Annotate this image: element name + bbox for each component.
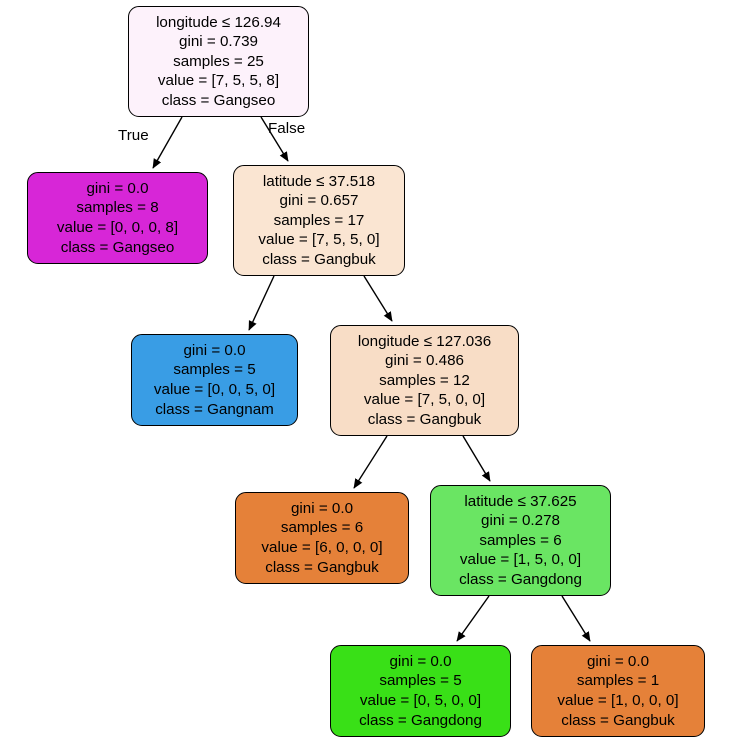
tree-edge-n4-to-n6 <box>462 435 491 482</box>
edge-label-false: False <box>268 120 306 137</box>
tree-node-n3[interactable]: gini = 0.0 samples = 5 value = [0, 0, 5, 0… <box>131 334 298 426</box>
node-line: value = [0, 0, 0, 8] <box>56 219 179 236</box>
tree-edge-n6-to-n7 <box>456 595 490 642</box>
tree-edge-n2-to-n4 <box>363 275 393 322</box>
node-line: value = [7, 5, 0, 0] <box>363 391 486 409</box>
node-line: gini = 0.0 <box>586 652 650 670</box>
node-line: gini = 0.739 <box>179 33 258 51</box>
tree-node-n8[interactable]: gini = 0.0 samples = 1 value = [1, 0, 0, 0… <box>531 645 705 737</box>
node-line: class = Gangbuk <box>265 558 379 576</box>
tree-edge-n6-to-n8 <box>561 595 591 642</box>
tree-node-n5[interactable]: gini = 0.0 samples = 6 value = [6, 0, 0, 0… <box>235 492 409 584</box>
node-line: value = [0, 5, 0, 0] <box>359 692 482 709</box>
node-line: samples = 8 <box>76 199 159 217</box>
node-line: latitude ≤ 37.625 <box>464 492 577 510</box>
node-line: class = Gangbuk <box>367 410 482 428</box>
node-line: samples = 17 <box>273 211 365 229</box>
node-line: value = [1, 0, 0, 0] <box>557 692 679 709</box>
node-line: class = Gangdong <box>359 711 482 729</box>
node-line: value = [1, 5, 0, 0] <box>459 551 582 569</box>
node-line: class = Gangnam <box>155 400 274 418</box>
node-line: class = Gangseo <box>60 238 175 256</box>
node-line: gini = 0.0 <box>389 652 452 670</box>
node-line: gini = 0.278 <box>481 512 560 530</box>
tree-edge-n0-to-n1 <box>152 116 183 169</box>
node-line: samples = 6 <box>280 519 364 537</box>
node-line: value = [7, 5, 5, 0] <box>258 231 380 249</box>
edge-label-true: True <box>118 127 149 144</box>
node-line: latitude ≤ 37.518 <box>262 172 376 190</box>
node-line: samples = 25 <box>173 52 264 70</box>
node-line: class = Gangbuk <box>262 250 376 268</box>
node-line: gini = 0.486 <box>385 352 464 370</box>
node-line: longitude ≤ 126.94 <box>156 13 281 31</box>
node-line: longitude ≤ 127.036 <box>357 332 492 350</box>
tree-node-n1[interactable]: gini = 0.0 samples = 8 value = [0, 0, 0, 8… <box>27 172 208 264</box>
node-line: class = Gangbuk <box>561 711 675 729</box>
node-line: gini = 0.0 <box>86 179 149 197</box>
node-line: gini = 0.0 <box>183 341 246 359</box>
node-line: class = Gangseo <box>161 91 276 109</box>
node-line: samples = 6 <box>479 531 562 549</box>
node-line: gini = 0.657 <box>279 192 359 210</box>
node-line: value = [7, 5, 5, 8] <box>157 72 280 90</box>
node-line: class = Gangdong <box>459 570 582 588</box>
node-line: samples = 12 <box>379 371 470 389</box>
tree-edge-n2-to-n3 <box>248 275 275 331</box>
node-line: gini = 0.0 <box>290 499 354 517</box>
node-line: samples = 1 <box>576 672 660 690</box>
node-line: value = [6, 0, 0, 0] <box>261 539 383 556</box>
node-line: samples = 5 <box>173 361 256 379</box>
node-line: value = [0, 0, 5, 0] <box>153 381 276 398</box>
tree-node-n7[interactable]: gini = 0.0 samples = 5 value = [0, 5, 0, 0… <box>330 645 511 737</box>
node-line: samples = 5 <box>379 672 462 690</box>
tree-edge-n4-to-n5 <box>353 435 388 489</box>
